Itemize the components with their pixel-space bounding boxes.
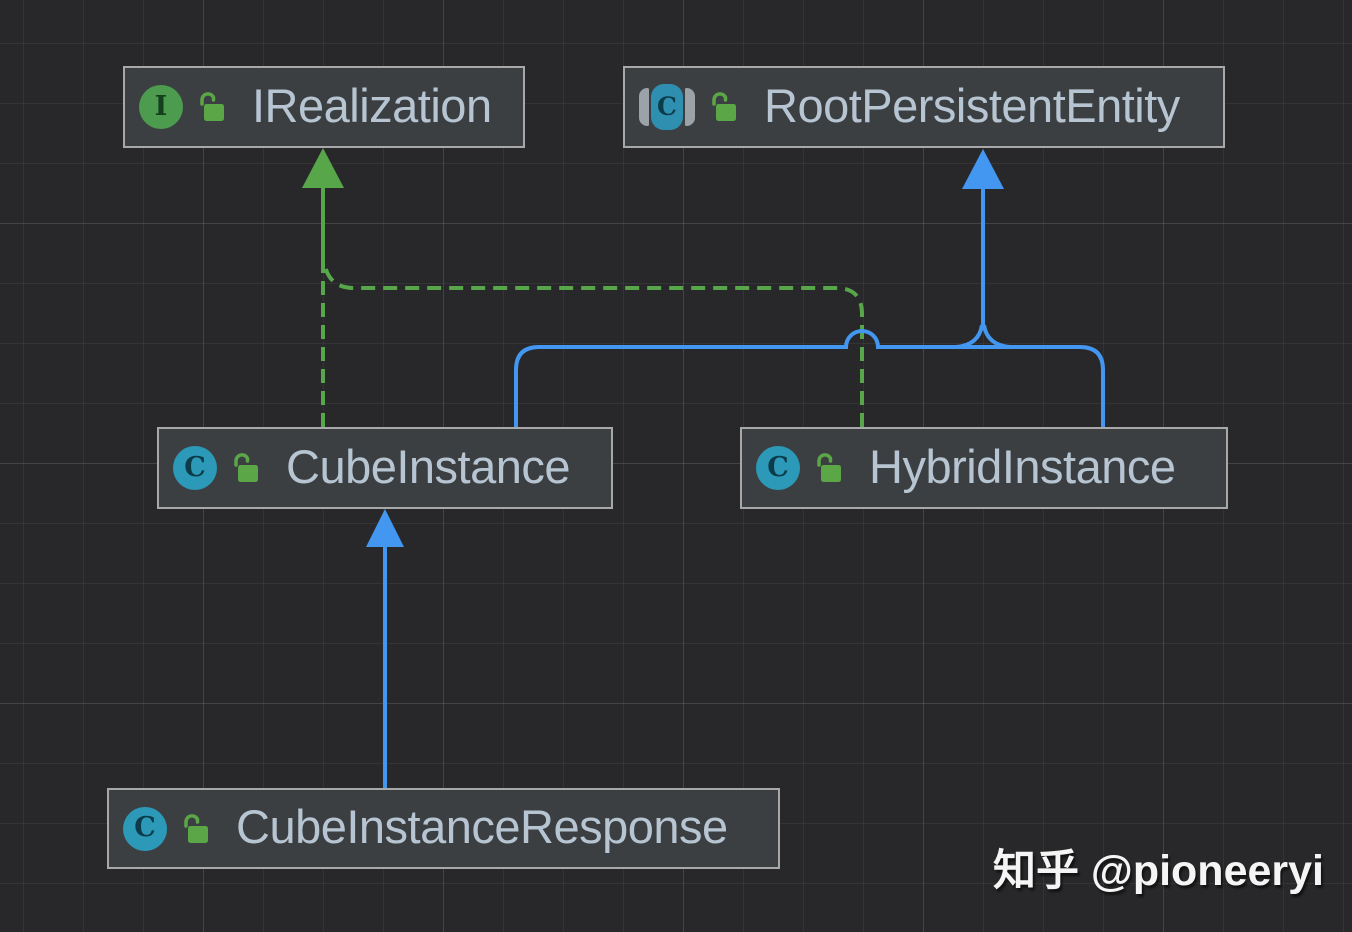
abstract-paren-right bbox=[685, 88, 695, 126]
inheritance-arrowhead-icon bbox=[366, 509, 404, 547]
unlocked-icon bbox=[194, 90, 226, 124]
edge-junction-fillet-right bbox=[982, 324, 1011, 349]
unlocked-icon bbox=[706, 90, 738, 124]
class-icon: C bbox=[123, 806, 167, 851]
abstract-paren-left bbox=[639, 88, 649, 126]
class-node-cubeinstanceresponse[interactable]: C CubeInstanceResponse bbox=[107, 788, 780, 869]
class-letter: C bbox=[657, 91, 677, 121]
class-icon: C bbox=[756, 446, 800, 490]
class-icon: C bbox=[173, 446, 217, 490]
class-letter: C bbox=[134, 812, 156, 843]
class-letter: C bbox=[767, 451, 789, 483]
watermark-text: 知乎 @pioneeryi bbox=[992, 847, 1324, 895]
realization-arrowhead-icon bbox=[302, 148, 344, 188]
edge-cubeinstanceresponse-to-cubeinstance[interactable] bbox=[366, 509, 404, 788]
class-name-label: CubeInstanceResponse bbox=[236, 800, 728, 853]
class-name-label: HybridInstance bbox=[869, 439, 1176, 493]
unlocked-icon bbox=[228, 451, 260, 485]
unlocked-icon bbox=[811, 451, 843, 485]
edge-cube-hybrid-horizontal-line[interactable] bbox=[514, 329, 1105, 427]
interface-icon: I bbox=[139, 85, 183, 129]
class-node-rootpersistententity[interactable]: C RootPersistentEntity bbox=[623, 66, 1225, 148]
class-letter: C bbox=[184, 451, 206, 483]
interface-letter: I bbox=[154, 90, 168, 122]
class-name-label: CubeInstance bbox=[286, 439, 571, 493]
class-node-cubeinstance[interactable]: C CubeInstance bbox=[157, 427, 613, 509]
class-node-hybridinstance[interactable]: C HybridInstance bbox=[740, 427, 1228, 509]
edge-inheritance-rootpersistententity[interactable] bbox=[514, 149, 1105, 427]
edge-realization-irealization[interactable] bbox=[302, 148, 864, 427]
edge-hybridinstance-to-irealization-line[interactable] bbox=[323, 265, 864, 427]
unlocked-icon bbox=[178, 812, 210, 846]
class-name-label: IRealization bbox=[252, 78, 492, 132]
class-node-irealization[interactable]: I IRealization bbox=[123, 66, 525, 148]
abstract-class-icon: C bbox=[639, 84, 695, 130]
class-name-label: RootPersistentEntity bbox=[764, 78, 1180, 132]
edge-junction-fillet-left bbox=[955, 324, 984, 349]
inheritance-arrowhead-icon bbox=[962, 149, 1004, 189]
